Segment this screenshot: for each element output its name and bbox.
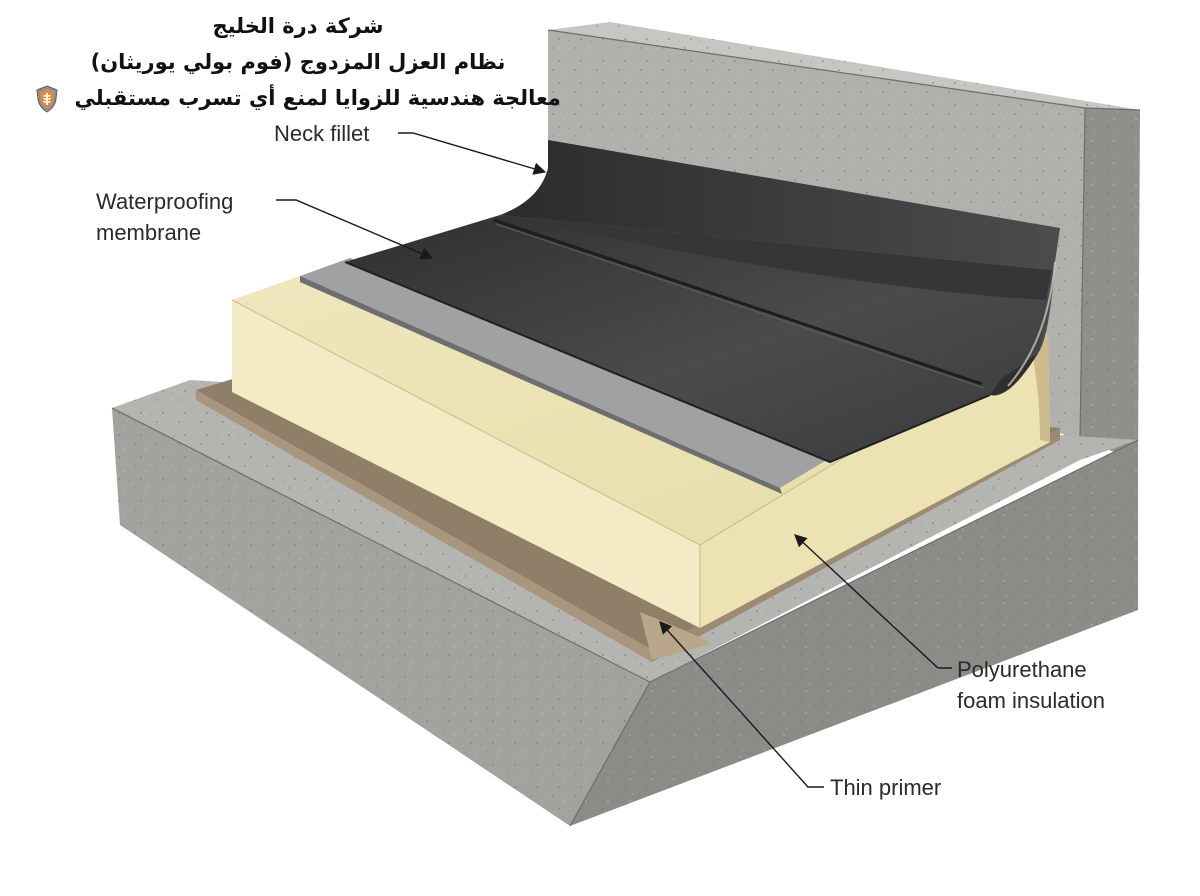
- waterproofing-membrane: [344, 215, 1052, 464]
- header-block: شركة درة الخليج نظام العزل المزدوج (فوم …: [18, 8, 578, 116]
- pu-foam-text-line2: foam insulation: [957, 688, 1105, 713]
- label-neck-fillet: Neck fillet: [274, 118, 369, 149]
- membrane-lap-strip: [300, 258, 860, 494]
- neck-fillet: [500, 140, 1060, 396]
- company-name: شركة درة الخليج: [212, 14, 384, 38]
- neck-fillet-curve: [500, 140, 1060, 350]
- pu-foam-text-line1: Polyurethane: [957, 657, 1087, 682]
- label-thin-primer: Thin primer: [830, 772, 941, 803]
- tagline-row: معالجة هندسية للزوايا لمنع أي تسرب مستقب…: [18, 80, 578, 116]
- neck-fillet-leader: [398, 132, 547, 175]
- thin-primer-text: Thin primer: [830, 775, 942, 800]
- primer-edge-face: [196, 390, 652, 662]
- tagline-text: معالجة هندسية للزوايا لمنع أي تسرب مستقب…: [74, 86, 561, 110]
- membrane-leader: [276, 199, 434, 260]
- membrane-text-line2: membrane: [96, 220, 202, 245]
- leader-lines: [276, 132, 952, 788]
- system-name: نظام العزل المزدوج (فوم بولي يوريثان): [90, 50, 506, 74]
- shield-icon: [36, 85, 58, 113]
- membrane-lap-top-face: [300, 258, 860, 488]
- membrane-text-line1: Waterproofing: [96, 189, 234, 214]
- membrane-seam-line: [493, 218, 983, 386]
- neck-fillet-text: Neck fillet: [274, 121, 370, 146]
- primer-leader: [659, 621, 824, 788]
- pu-foam-leader: [794, 534, 952, 669]
- pu-foam-front-face: [232, 300, 700, 628]
- label-waterproofing-membrane: Waterproofing membrane: [96, 186, 233, 248]
- label-pu-foam: Polyurethane foam insulation: [957, 654, 1105, 716]
